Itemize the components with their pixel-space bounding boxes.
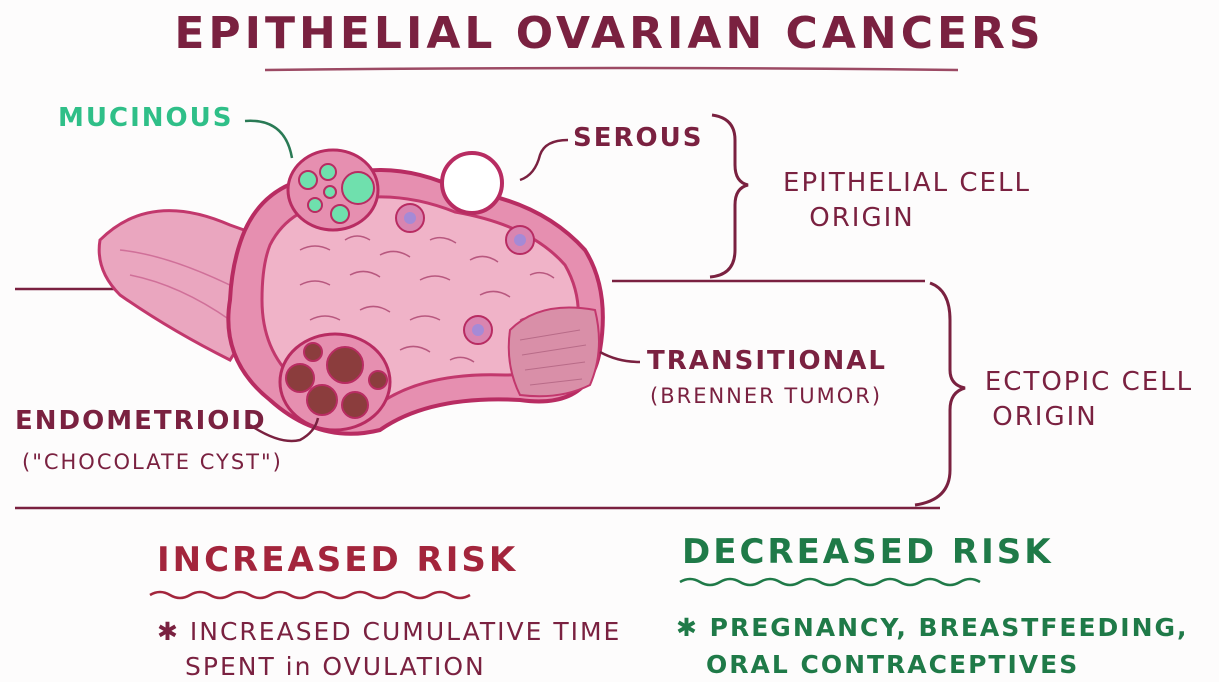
transitional-leader (600, 352, 640, 362)
serous-leader (520, 140, 568, 180)
decreased-risk-underline (680, 579, 980, 585)
increased-risk-item-line2: SPENT in OVULATION (185, 652, 486, 681)
mucinous-cluster (288, 150, 378, 230)
brenner-patch (509, 308, 599, 397)
decreased-risk-item-line1: ✱ PREGNANCY, BREASTFEEDING, (676, 613, 1189, 642)
serous-cyst (442, 153, 502, 213)
decreased-risk-item-line2: ORAL CONTRACEPTIVES (706, 650, 1079, 679)
increased-risk-heading: INCREASED RISK (157, 540, 518, 580)
mucinous-leader (245, 121, 292, 158)
label-ectopic-origin-1: ECTOPIC CELL (970, 367, 1208, 397)
label-mucinous: MUCINOUS (58, 103, 233, 133)
label-serous: SEROUS (573, 123, 703, 153)
ectopic-brace (915, 283, 965, 505)
label-epithelial-origin-1: EPITHELIAL CELL (757, 168, 1057, 198)
label-transitional: TRANSITIONAL (647, 346, 887, 376)
epithelial-brace (710, 115, 748, 277)
endometrioid-cluster (280, 334, 390, 430)
label-epithelial-origin-2: ORIGIN (757, 203, 967, 233)
decreased-risk-heading: DECREASED RISK (682, 532, 1054, 572)
increased-risk-underline (150, 592, 470, 598)
label-transitional-sub: (BRENNER TUMOR) (650, 384, 882, 408)
label-endometrioid: ENDOMETRIOID (15, 406, 267, 436)
title-underline (265, 68, 958, 70)
increased-risk-item-line1: ✱ INCREASED CUMULATIVE TIME (157, 617, 621, 646)
label-endometrioid-sub: ("CHOCOLATE CYST") (22, 450, 283, 474)
label-ectopic-origin-2: ORIGIN (970, 402, 1120, 432)
